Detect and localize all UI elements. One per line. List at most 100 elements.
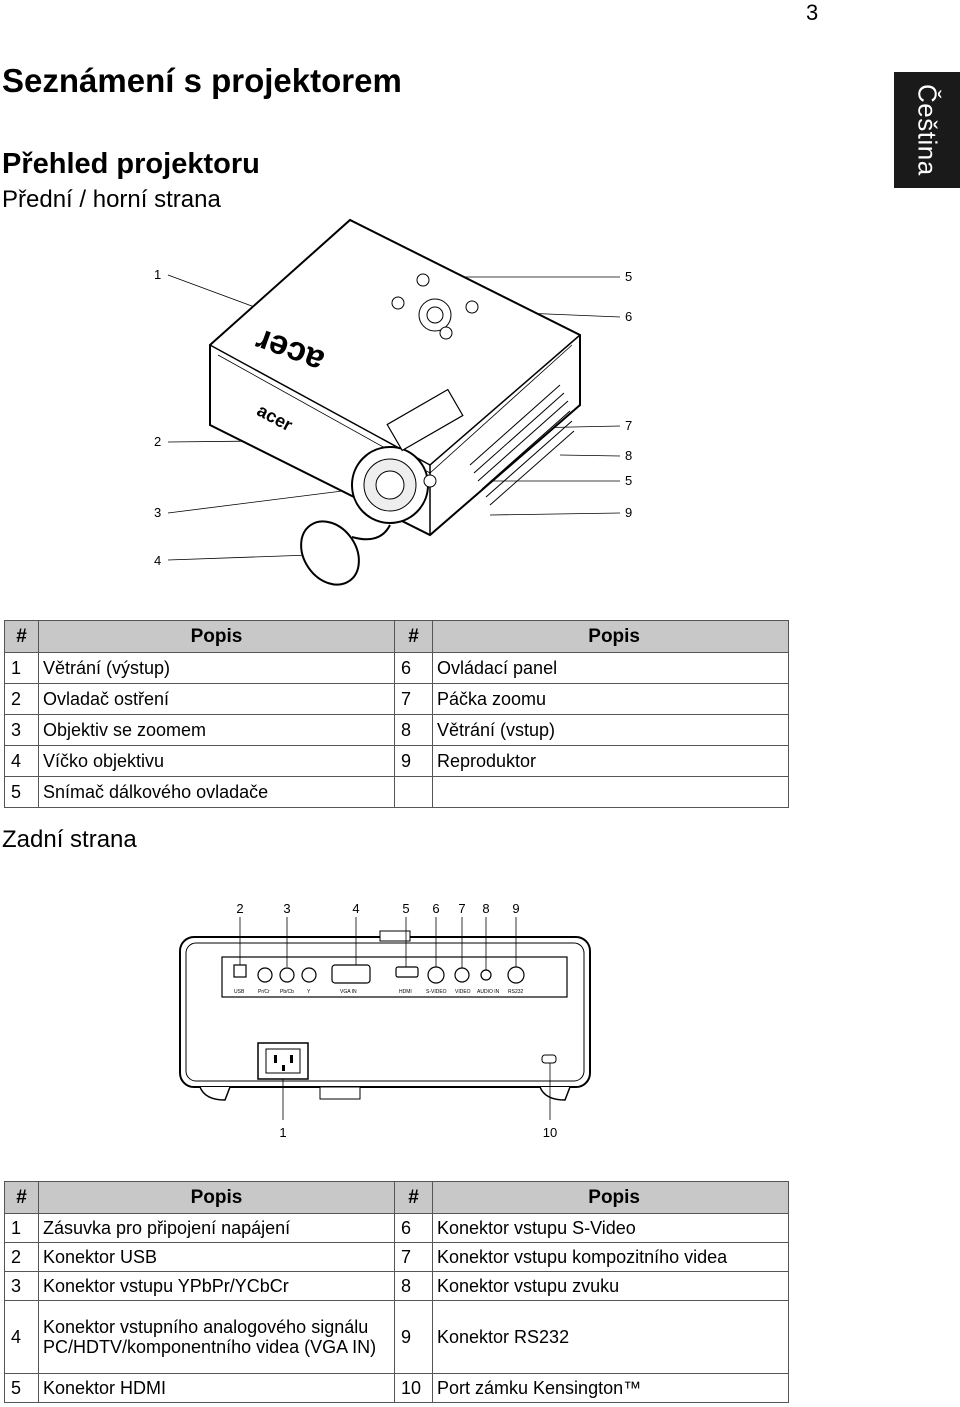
- header-description: Popis: [38, 620, 395, 653]
- table-row: 1 Zásuvka pro připojení napájení 6 Konek…: [4, 1213, 789, 1243]
- cell-number: 6: [394, 652, 433, 684]
- rear-callout-5: 5: [402, 901, 409, 916]
- header-number: #: [4, 1181, 39, 1214]
- port-label-video: VIDEO: [455, 989, 471, 995]
- port-label-hdmi: HDMI: [399, 989, 412, 995]
- front-callout-2: 2: [154, 434, 161, 449]
- header-number: #: [4, 620, 39, 653]
- cell-description: Víčko objektivu: [38, 745, 395, 777]
- cell-description: Páčka zoomu: [432, 683, 789, 715]
- table-row: 5 Snímač dálkového ovladače: [4, 776, 789, 808]
- rear-parts-table: # Popis # Popis 1 Zásuvka pro připojení …: [4, 1181, 789, 1403]
- header-description: Popis: [432, 1181, 789, 1214]
- cell-description: [432, 776, 789, 808]
- table-row: 1 Větrání (výstup) 6 Ovládací panel: [4, 652, 789, 684]
- cell-description: Konektor vstupního analogového signálu P…: [38, 1300, 395, 1374]
- table-row: 5 Konektor HDMI 10 Port zámku Kensington…: [4, 1373, 789, 1403]
- rear-callout-3: 3: [283, 901, 290, 916]
- cell-number: 4: [4, 1300, 39, 1374]
- port-label-audio: AUDIO IN: [477, 989, 500, 995]
- table-row: 2 Ovladač ostření 7 Páčka zoomu: [4, 683, 789, 715]
- cell-description: Ovladač ostření: [38, 683, 395, 715]
- rear-heading: Zadní strana: [2, 826, 137, 853]
- cell-number: 1: [4, 1213, 39, 1243]
- front-parts-table: # Popis # Popis 1 Větrání (výstup) 6 Ovl…: [4, 620, 789, 808]
- cell-number: 7: [394, 1242, 433, 1272]
- rear-callout-9: 9: [512, 901, 519, 916]
- cell-description: Reproduktor: [432, 745, 789, 777]
- cell-description: Konektor vstupu zvuku: [432, 1271, 789, 1301]
- rear-callout-2: 2: [236, 901, 243, 916]
- front-callout-3: 3: [154, 505, 161, 520]
- cell-number: 4: [4, 745, 39, 777]
- front-callout-8: 8: [625, 448, 632, 463]
- cell-number: 1: [4, 652, 39, 684]
- cell-number: 10: [394, 1373, 433, 1403]
- cell-description: Snímač dálkového ovladače: [38, 776, 395, 808]
- cell-description: Větrání (vstup): [432, 714, 789, 746]
- front-callout-5a: 5: [625, 269, 632, 284]
- table-row: 3 Konektor vstupu YPbPr/YCbCr 8 Konektor…: [4, 1271, 789, 1301]
- cell-description: Zásuvka pro připojení napájení: [38, 1213, 395, 1243]
- cell-number: [394, 776, 433, 808]
- cell-number: 5: [4, 776, 39, 808]
- rear-callout-8: 8: [482, 901, 489, 916]
- cell-description: Větrání (výstup): [38, 652, 395, 684]
- cell-description: Konektor vstupu YPbPr/YCbCr: [38, 1271, 395, 1301]
- table-row: 3 Objektiv se zoomem 8 Větrání (vstup): [4, 714, 789, 746]
- header-number: #: [394, 620, 433, 653]
- section-title: Přehled projektoru: [2, 148, 260, 180]
- cell-number: 5: [4, 1373, 39, 1403]
- table-header-row: # Popis # Popis: [4, 1181, 789, 1214]
- page-number: 3: [806, 0, 819, 25]
- page-title: Seznámení s projektorem: [2, 62, 402, 99]
- cell-description: Konektor vstupu S-Video: [432, 1213, 789, 1243]
- cell-number: 7: [394, 683, 433, 715]
- language-tab: Čeština: [894, 72, 960, 188]
- cell-number: 2: [4, 683, 39, 715]
- cell-description: Konektor USB: [38, 1242, 395, 1272]
- header-number: #: [394, 1181, 433, 1214]
- projector-rear-illustration: USB Pr/Cr Pb/Cb Y VGA IN HDMI S-VIDEO VI…: [179, 901, 591, 1140]
- cell-description: Ovládací panel: [432, 652, 789, 684]
- cell-description: Konektor vstupu kompozitního videa: [432, 1242, 789, 1272]
- rear-callout-6: 6: [432, 901, 439, 916]
- cell-number: 8: [394, 714, 433, 746]
- table-header-row: # Popis # Popis: [4, 620, 789, 653]
- cell-description: Objektiv se zoomem: [38, 714, 395, 746]
- port-label-vga: VGA IN: [340, 989, 357, 995]
- front-callout-6: 6: [625, 309, 632, 324]
- port-label-pbcb: Pb/Cb: [280, 989, 294, 995]
- language-tab-label: Čeština: [912, 84, 943, 176]
- table-row: 4 Konektor vstupního analogového signálu…: [4, 1300, 789, 1374]
- cell-number: 3: [4, 1271, 39, 1301]
- rear-callout-7: 7: [458, 901, 465, 916]
- front-callout-9: 9: [625, 505, 632, 520]
- cell-description: Konektor HDMI: [38, 1373, 395, 1403]
- front-top-heading: Přední / horní strana: [2, 186, 221, 213]
- cell-number: 6: [394, 1213, 433, 1243]
- port-label-rs232: RS232: [508, 989, 524, 995]
- cell-number: 8: [394, 1271, 433, 1301]
- rear-callout-10: 10: [543, 1125, 557, 1140]
- cell-description: Port zámku Kensington™: [432, 1373, 789, 1403]
- rear-callout-1: 1: [279, 1125, 286, 1140]
- port-label-prcr: Pr/Cr: [258, 989, 270, 995]
- cell-number: 9: [394, 745, 433, 777]
- table-row: 4 Víčko objektivu 9 Reproduktor: [4, 745, 789, 777]
- port-label-y: Y: [307, 989, 311, 995]
- front-callout-7: 7: [625, 418, 632, 433]
- port-label-usb: USB: [234, 989, 245, 995]
- front-callout-1: 1: [154, 267, 161, 282]
- rear-callout-4: 4: [352, 901, 359, 916]
- projector-front-illustration: acer acer 1 2 3 4 5 6 7 8 5 9: [154, 218, 632, 586]
- cell-number: 2: [4, 1242, 39, 1272]
- front-callout-4: 4: [154, 553, 161, 568]
- front-callout-5b: 5: [625, 473, 632, 488]
- cell-number: 3: [4, 714, 39, 746]
- cell-description: Konektor RS232: [432, 1300, 789, 1374]
- cell-number: 9: [394, 1300, 433, 1374]
- table-row: 2 Konektor USB 7 Konektor vstupu kompozi…: [4, 1242, 789, 1272]
- port-label-svideo: S-VIDEO: [426, 989, 447, 995]
- header-description: Popis: [38, 1181, 395, 1214]
